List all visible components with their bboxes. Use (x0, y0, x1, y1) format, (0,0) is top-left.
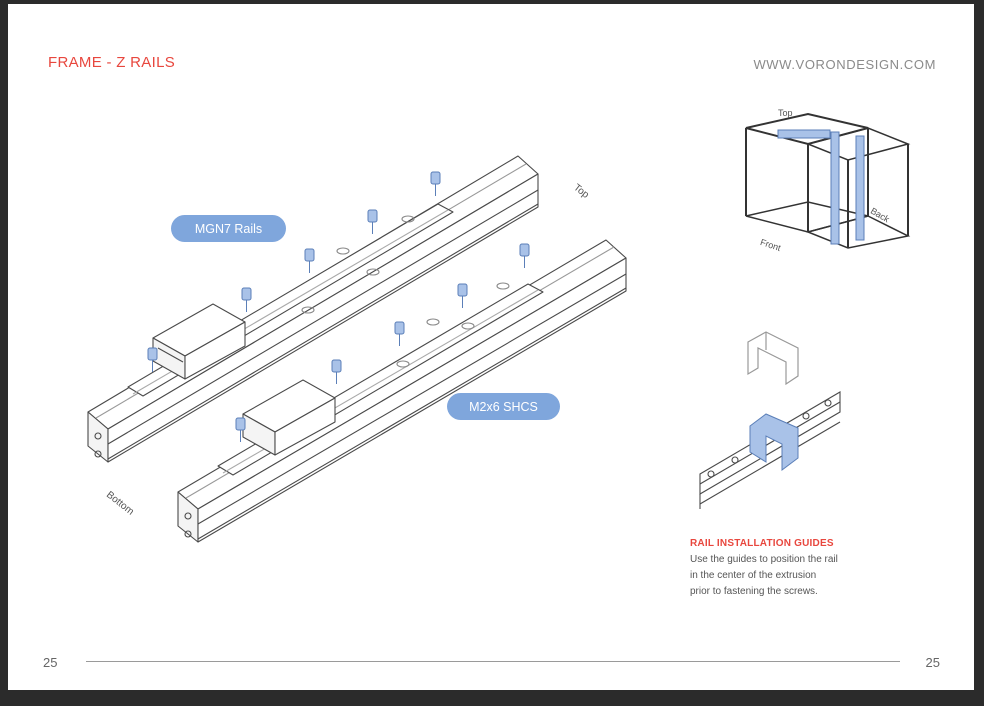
m2x6-shcs-callout: M2x6 SHCS (447, 393, 560, 420)
page-number-left: 25 (43, 655, 58, 670)
guide-line: Use the guides to position the rail (690, 554, 838, 565)
page-number-right: 25 (925, 655, 940, 670)
m2x6-screws (147, 171, 530, 442)
manual-page: FRAME - Z RAILS WWW.VORONDESIGN.COM (8, 4, 974, 690)
mgn7-rails-callout: MGN7 Rails (171, 215, 286, 242)
guide-closeup (699, 391, 841, 509)
footer-rule (86, 661, 900, 662)
guide-line: prior to fastening the screws. (690, 586, 818, 597)
guide-part-outline (747, 331, 799, 386)
lower-carriage (242, 379, 336, 456)
guide-description: Use the guides to position the rail in t… (690, 552, 890, 600)
guide-line: in the center of the extrusion (690, 570, 817, 581)
z-rails-illustration (87, 112, 911, 543)
thumb-label-top: Top (778, 108, 793, 118)
website-url[interactable]: WWW.VORONDESIGN.COM (753, 57, 936, 72)
upper-carriage (152, 303, 246, 380)
page-title: FRAME - Z RAILS (48, 54, 176, 71)
guide-heading: RAIL INSTALLATION GUIDES (690, 538, 834, 549)
rail-guide-highlight (749, 413, 799, 471)
z-rail-highlight (777, 129, 865, 245)
